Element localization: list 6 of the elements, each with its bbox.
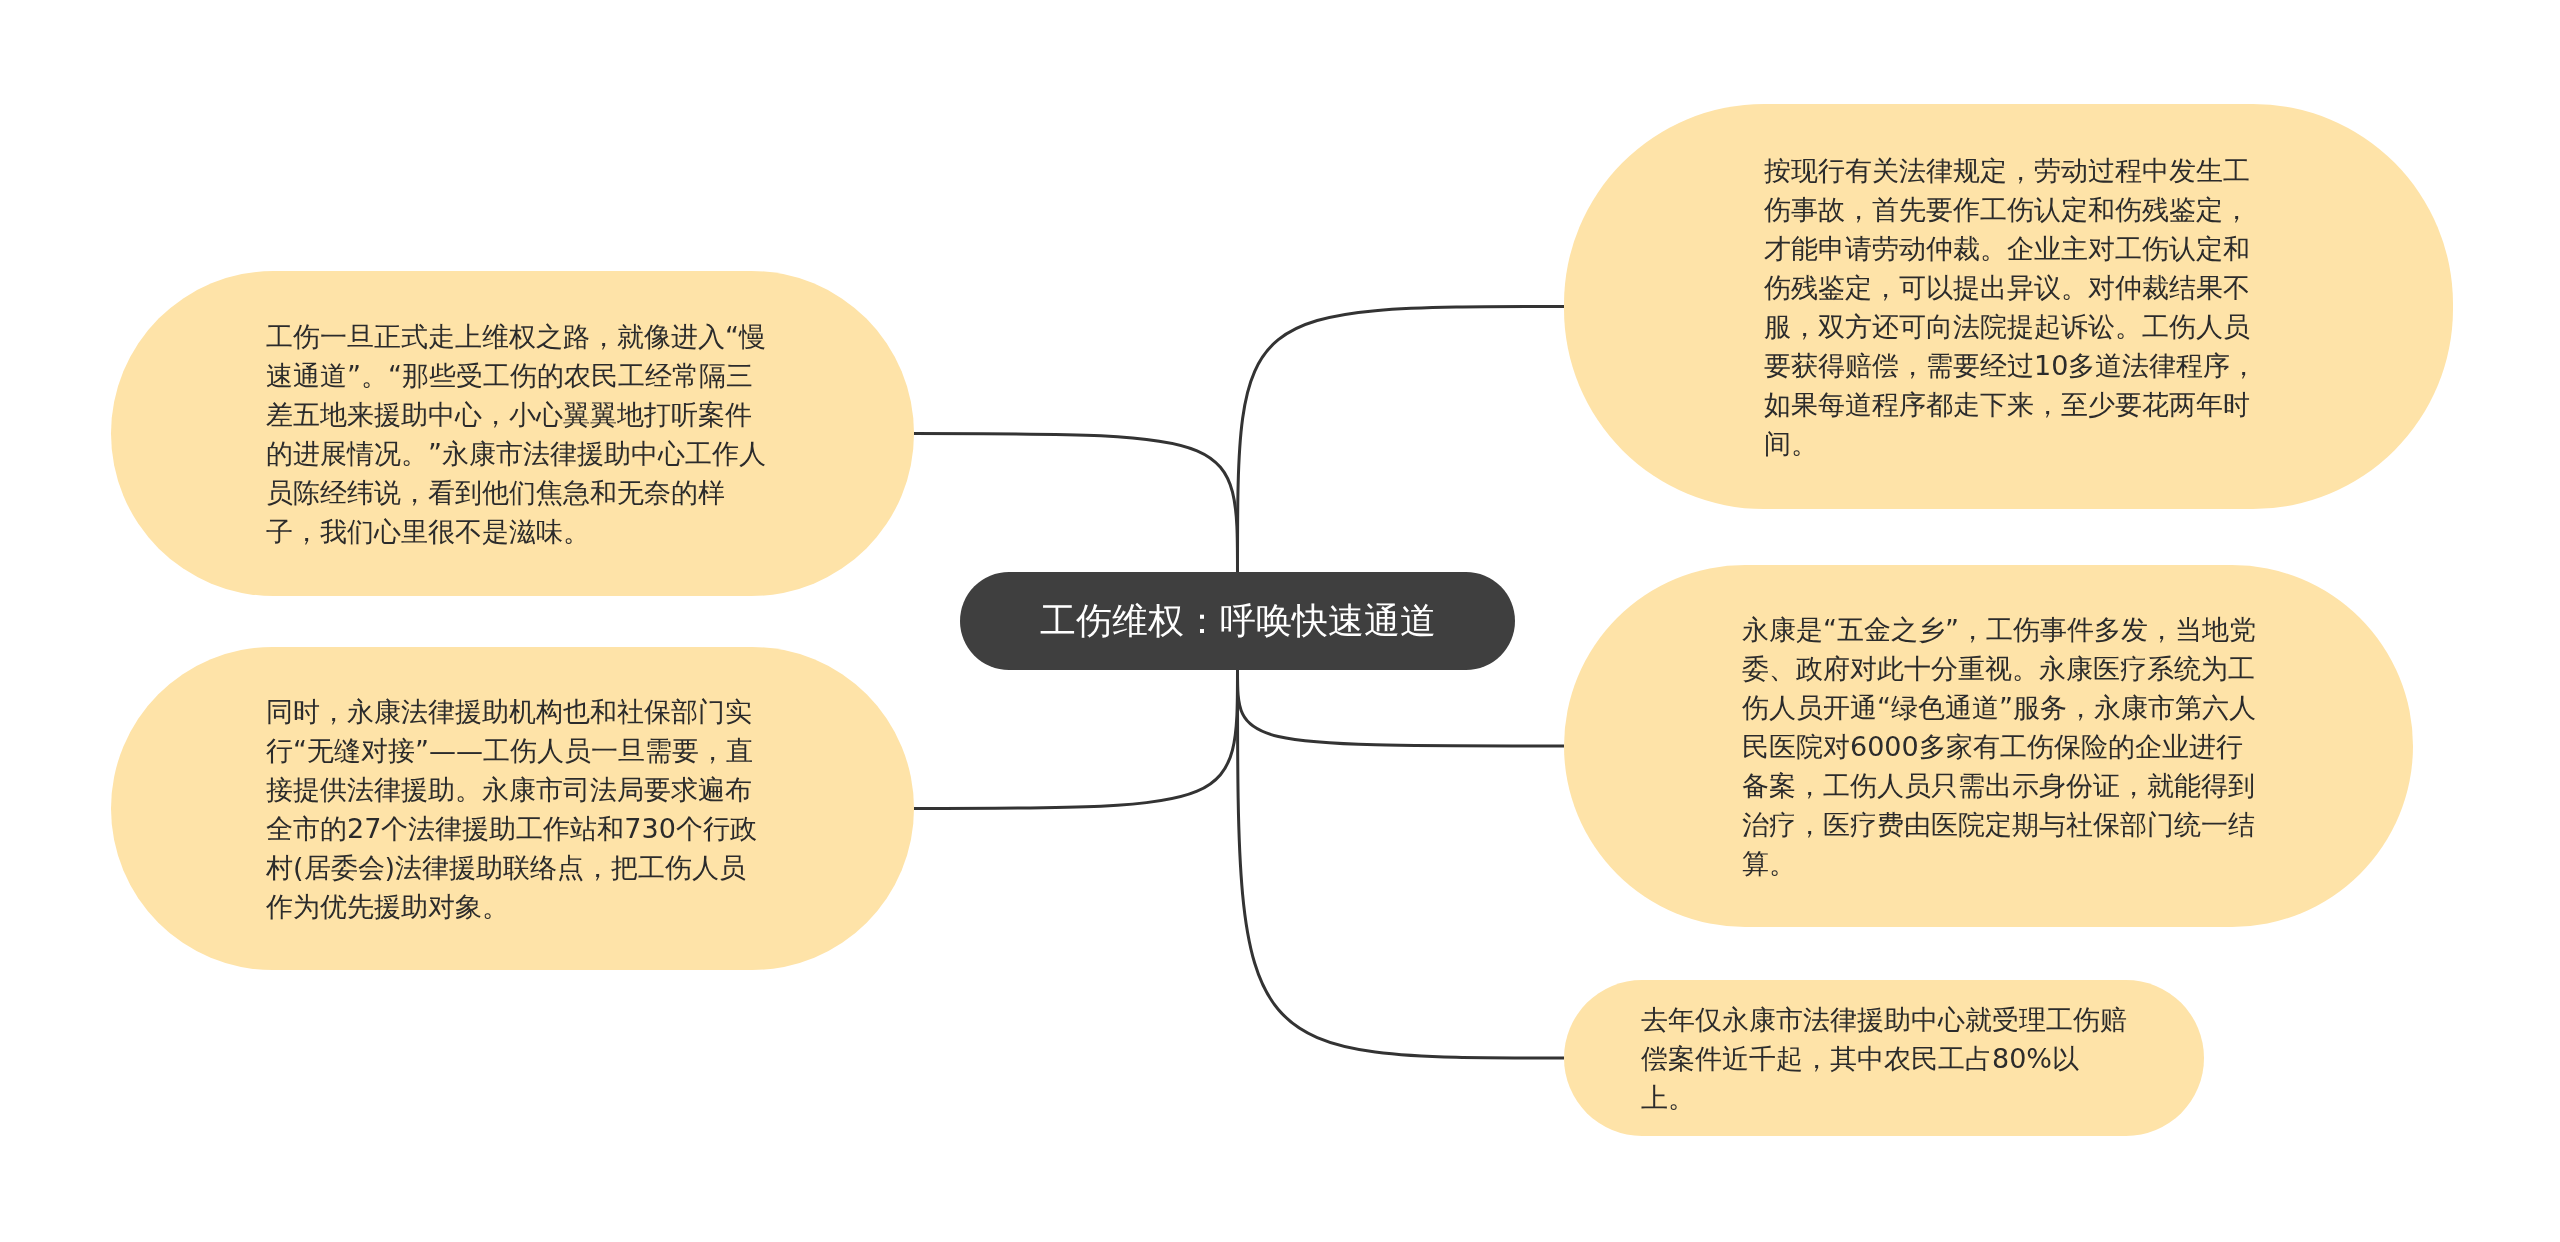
topic-bubble: 去年仅永康市法律援助中心就受理工伤赔偿案件近千起，其中农民工占80%以上。: [1564, 980, 2204, 1136]
topic-bubble: 同时，永康法律援助机构也和社保部门实行“无缝对接”——工伤人员一旦需要，直接提供法律援助。永康市司法局要求遍布全市的27个法律援助工作站和730个行政村(居委会)法律援助联络点，把工伤人员作为优先援助对象。: [111, 647, 914, 970]
topic-bubble: 按现行有关法律规定，劳动过程中发生工伤事故，首先要作工伤认定和伤残鉴定，才能申请劳动仲裁。企业主对工伤认定和伤残鉴定，可以提出异议。对仲裁结果不服，双方还可向法院提起诉讼。工伤人员要获得赔偿，需要经过10多道法律程序，如果每道程序都走下来，至少要花两年时间。: [1564, 104, 2453, 509]
topic-bubble: 永康是“五金之乡”，工伤事件多发，当地党委、政府对此十分重视。永康医疗系统为工伤人员开通“绿色通道”服务，永康市第六人民医院对6000多家有工伤保险的企业进行备案，工伤人员只需出示身份证，就能得到治疗，医疗费由医院定期与社保部门统一结算。: [1564, 565, 2413, 927]
central-topic: 工伤维权：呼唤快速通道: [960, 572, 1515, 670]
topic-bubble: 工伤一旦正式走上维权之路，就像进入“慢速通道”。“那些受工伤的农民工经常隔三差五地来援助中心，小心翼翼地打听案件的进展情况。”永康市法律援助中心工作人员陈经纬说，看到他们焦急和无奈的样子，我们心里很不是滋味。: [111, 271, 914, 596]
